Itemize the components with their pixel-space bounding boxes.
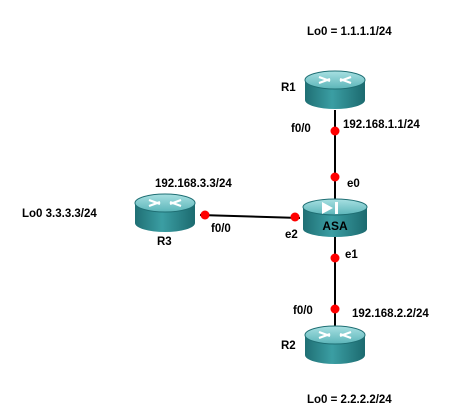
port-asa-e2[interactable] bbox=[290, 212, 300, 222]
router-icon bbox=[134, 193, 196, 232]
r2-port-label: f0/0 bbox=[293, 305, 313, 317]
port-r3-f0-0[interactable] bbox=[200, 210, 210, 220]
router-r3[interactable] bbox=[134, 193, 196, 232]
link-r3-asa[interactable] bbox=[199, 214, 301, 219]
asa-e0-label: e0 bbox=[347, 178, 360, 190]
port-r1-f0-0[interactable] bbox=[330, 126, 340, 136]
r3-port-label: f0/0 bbox=[211, 223, 231, 235]
asa-e2-label: e2 bbox=[285, 229, 298, 241]
r3-name-label: R3 bbox=[157, 236, 172, 248]
link-asa-r2-subnet: 192.168.2.2/24 bbox=[352, 308, 429, 320]
asa-e1-label: e1 bbox=[345, 249, 358, 261]
firewall-icon bbox=[302, 198, 368, 237]
port-r2-f0-0[interactable] bbox=[330, 304, 340, 314]
r1-loopback-label: Lo0 = 1.1.1.1/24 bbox=[307, 26, 392, 38]
asa-label: ASA bbox=[322, 219, 348, 233]
r1-name-label: R1 bbox=[281, 82, 296, 94]
link-r1-asa-subnet: 192.168.1.1/24 bbox=[343, 119, 420, 131]
port-asa-e1[interactable] bbox=[330, 253, 340, 263]
router-r2[interactable] bbox=[304, 325, 366, 364]
firewall-asa[interactable]: ASA bbox=[302, 198, 368, 237]
link-r3-asa-subnet: 192.168.3.3/24 bbox=[155, 178, 232, 190]
r2-name-label: R2 bbox=[281, 340, 296, 352]
r1-port-label: f0/0 bbox=[291, 123, 311, 135]
port-asa-e0[interactable] bbox=[330, 172, 340, 182]
r3-loopback-label: Lo0 3.3.3.3/24 bbox=[22, 208, 97, 220]
r2-loopback-label: Lo0 = 2.2.2.2/24 bbox=[307, 394, 392, 406]
router-icon bbox=[304, 325, 366, 364]
router-r1[interactable] bbox=[304, 70, 366, 109]
router-icon bbox=[304, 70, 366, 109]
